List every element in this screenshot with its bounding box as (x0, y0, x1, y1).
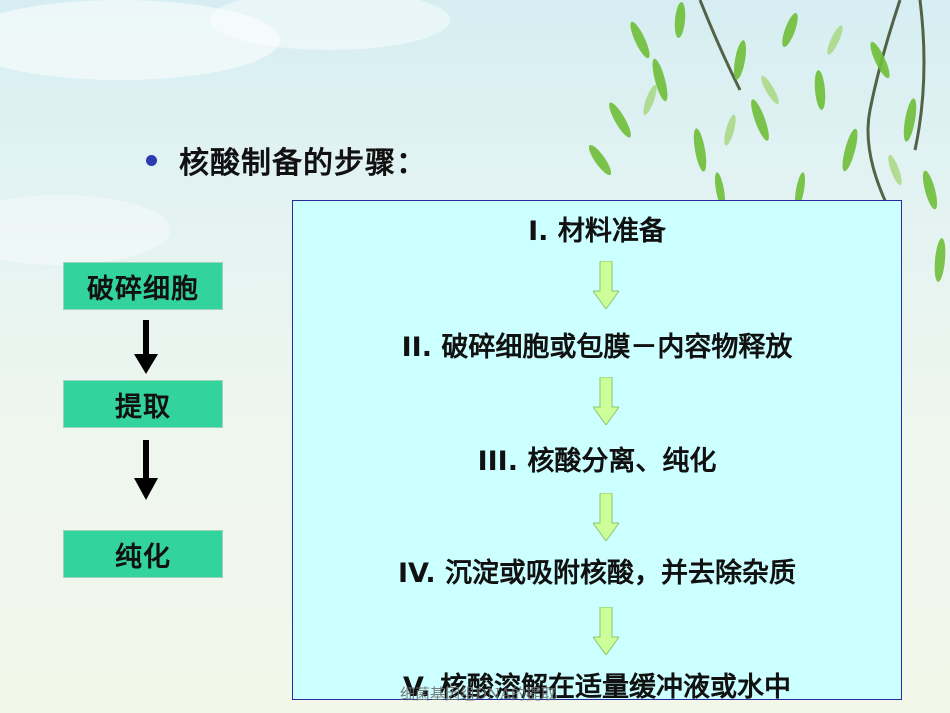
step-precipitate: IV. 沉淀或吸附核酸，并去除杂质 (397, 558, 797, 589)
slide-title: 核酸制备的步骤： (179, 146, 427, 181)
slide-footer: 细菌基因组DNA的提取 (400, 685, 556, 703)
stage-box-purify: 纯化 (63, 530, 223, 578)
step-break-cells: II. 破碎细胞或包膜－内容物释放 (401, 332, 793, 363)
down-arrow-icon (593, 261, 619, 309)
down-arrow-icon (593, 377, 619, 425)
down-arrow-icon (134, 440, 158, 500)
down-arrow-icon (593, 493, 619, 541)
stage-box-break-cells: 破碎细胞 (63, 262, 223, 310)
down-arrow-icon (134, 320, 158, 374)
step-dissolve: V. 核酸溶解在适量缓冲液或水中 (402, 672, 792, 700)
stage-box-extract: 提取 (63, 380, 223, 428)
down-arrow-icon (593, 607, 619, 655)
bullet-icon (146, 154, 157, 166)
step-material-prep: I. 材料准备 (528, 216, 666, 247)
step-separate-purify: III. 核酸分离、纯化 (477, 446, 717, 477)
slide-title-row: 核酸制备的步骤： (146, 138, 427, 182)
steps-panel: I. 材料准备 II. 破碎细胞或包膜－内容物释放 III. 核酸分离、纯化 I… (292, 200, 902, 700)
